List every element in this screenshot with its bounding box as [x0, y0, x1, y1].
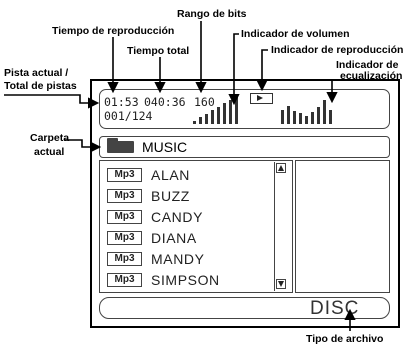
- bit-rate: 160: [194, 95, 215, 109]
- label-indicador-reproduccion: Indicador de reproducción: [271, 44, 404, 56]
- source-label: DISC: [310, 298, 360, 319]
- eq-bar: [287, 106, 290, 124]
- eq-bar: [323, 100, 326, 124]
- eq-bar: [299, 113, 302, 124]
- scroll-down-arrow[interactable]: [276, 279, 286, 289]
- file-type-badge: Mp3: [107, 231, 142, 245]
- file-list-panel: [99, 160, 293, 293]
- label-tiempo-total: Tiempo total: [127, 45, 190, 57]
- file-name: SIMPSON: [151, 272, 220, 288]
- eq-bar: [305, 115, 308, 124]
- current-folder-bar[interactable]: MUSIC: [99, 136, 390, 158]
- label-tipo-archivo: Tipo de archivo: [306, 333, 384, 345]
- volume-bar: [199, 117, 202, 124]
- eq-bar: [281, 109, 284, 124]
- play-time: 01:53: [104, 95, 139, 109]
- label-carpeta-actual-1: Carpeta: [30, 132, 70, 144]
- label-pista-actual-2: Total de pistas: [4, 80, 77, 92]
- file-type-badge: Mp3: [107, 210, 142, 224]
- label-indicador-ecualizacion-1: Indicador de: [336, 59, 399, 71]
- total-time: 040:36: [144, 95, 186, 109]
- label-carpeta-actual-2: actual: [34, 146, 65, 158]
- eq-bar: [293, 110, 296, 124]
- label-indicador-volumen: Indicador de volumen: [241, 28, 350, 40]
- file-type-badge: Mp3: [107, 273, 142, 287]
- file-type-badge: Mp3: [107, 252, 142, 266]
- eq-bar: [311, 112, 314, 124]
- preview-panel: [295, 160, 390, 293]
- volume-bar: [193, 121, 196, 124]
- folder-name: MUSIC: [142, 139, 188, 155]
- volume-bar: [223, 103, 226, 124]
- label-rango-bits: Rango de bits: [177, 8, 247, 20]
- label-tiempo-reproduccion: Tiempo de reproducción: [52, 25, 175, 37]
- file-name: CANDY: [151, 209, 204, 225]
- file-name: DIANA: [151, 230, 197, 246]
- volume-bar: [235, 96, 238, 124]
- file-name: ALAN: [151, 167, 190, 183]
- status-panel: [99, 89, 390, 129]
- play-icon: [257, 95, 263, 101]
- file-type-badge: Mp3: [107, 189, 142, 203]
- volume-bar: [205, 113, 208, 124]
- file-name: MANDY: [151, 251, 205, 267]
- folder-icon: [107, 138, 134, 153]
- arrow-down-icon: [278, 281, 284, 287]
- eq-bar: [317, 107, 320, 124]
- arrow-up-icon: [278, 165, 284, 171]
- track-counter: 001/124: [104, 109, 153, 123]
- volume-bar: [229, 99, 232, 124]
- volume-bar: [211, 110, 214, 124]
- label-pista-actual-1: Pista actual /: [4, 67, 69, 79]
- scroll-up-arrow[interactable]: [276, 163, 286, 173]
- play-indicator: [250, 93, 273, 104]
- eq-bar: [329, 109, 332, 124]
- source-bar: DISC: [99, 297, 390, 319]
- scrollbar[interactable]: [274, 162, 286, 291]
- file-type-badge: Mp3: [107, 168, 142, 182]
- volume-bar: [217, 106, 220, 124]
- file-name: BUZZ: [151, 188, 190, 204]
